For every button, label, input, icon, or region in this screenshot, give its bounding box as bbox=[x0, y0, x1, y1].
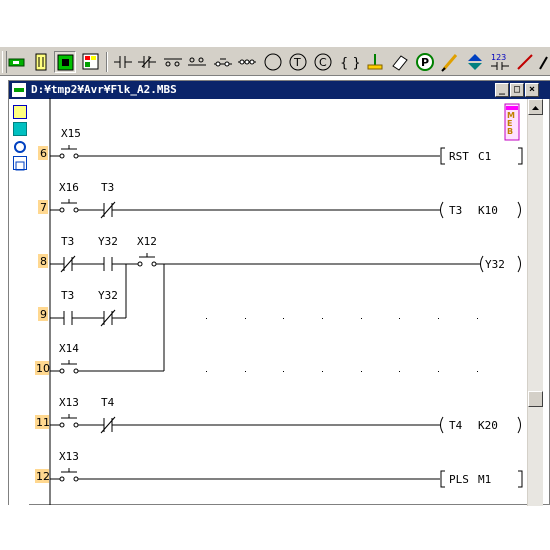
step-number-10: 10 bbox=[36, 362, 50, 375]
more-icon[interactable] bbox=[537, 51, 550, 73]
svg-text:P: P bbox=[421, 56, 429, 69]
pen-icon[interactable] bbox=[439, 51, 461, 73]
contact-label: X16 bbox=[59, 181, 79, 194]
contact-no-icon[interactable] bbox=[112, 51, 134, 73]
instruction-label: RST bbox=[449, 150, 469, 163]
contact-label: T3 bbox=[61, 289, 74, 302]
operand-label: C1 bbox=[478, 150, 491, 163]
window-title: D:¥tmp2¥Avr¥Flk_A2.MBS bbox=[31, 83, 177, 96]
operand-label: K10 bbox=[478, 204, 498, 217]
step-box bbox=[35, 415, 49, 429]
contact-label: T4 bbox=[101, 396, 115, 409]
rung-12 bbox=[50, 468, 523, 488]
rung-9 bbox=[50, 264, 127, 327]
coil-circle-icon[interactable] bbox=[262, 51, 284, 73]
step-number-7: 7 bbox=[40, 201, 47, 214]
step-number-6: 6 bbox=[40, 147, 47, 160]
operand-label: M1 bbox=[478, 473, 491, 486]
contact-label: Y32 bbox=[98, 289, 118, 302]
step-number-9: 9 bbox=[40, 308, 47, 321]
step-box bbox=[38, 254, 48, 268]
window-app-icon[interactable] bbox=[12, 83, 26, 97]
scroll-thumb[interactable] bbox=[528, 391, 543, 407]
eraser-icon[interactable] bbox=[389, 51, 411, 73]
output-coil-icon[interactable] bbox=[6, 51, 28, 73]
step-box bbox=[38, 200, 48, 214]
contact-label: X14 bbox=[59, 342, 79, 355]
contact-label: T3 bbox=[101, 181, 114, 194]
maximize-button[interactable]: □ bbox=[510, 83, 524, 97]
contact-label: X13 bbox=[59, 450, 79, 463]
contact-label: X15 bbox=[61, 127, 81, 140]
toolbar-grip[interactable] bbox=[2, 51, 7, 73]
rung-7 bbox=[50, 199, 521, 219]
close-button[interactable]: × bbox=[525, 83, 539, 97]
falling-edge-icon[interactable] bbox=[186, 51, 208, 73]
parallel-nc-icon[interactable] bbox=[236, 51, 258, 73]
minimize-button[interactable]: _ bbox=[495, 83, 509, 97]
step-box bbox=[35, 469, 49, 483]
contact-label: X12 bbox=[137, 235, 157, 248]
contact-label: Y32 bbox=[98, 235, 118, 248]
svg-text:T: T bbox=[293, 56, 301, 69]
step-box bbox=[38, 307, 48, 321]
coil-label: Y32 bbox=[485, 258, 505, 271]
coil-label: T3 bbox=[449, 204, 462, 217]
window-titlebar[interactable]: D:¥tmp2¥Avr¥Flk_A2.MBS _ □ × bbox=[9, 81, 550, 99]
coil-label: T4 bbox=[449, 419, 463, 432]
grid-dots bbox=[206, 318, 478, 372]
rung-6 bbox=[50, 145, 523, 165]
vertical-scrollbar[interactable] bbox=[527, 99, 543, 506]
counter-coil-icon[interactable]: C bbox=[312, 51, 334, 73]
number-icon[interactable]: 123 bbox=[489, 51, 511, 73]
scroll-up-button[interactable] bbox=[528, 99, 543, 115]
brace-icon[interactable]: { } bbox=[337, 51, 361, 73]
fill-tool-icon[interactable] bbox=[13, 122, 27, 136]
p-label-icon[interactable]: P bbox=[414, 51, 436, 73]
marker-bar bbox=[506, 106, 518, 110]
rung-10 bbox=[50, 264, 165, 374]
ladder-sheet-icon[interactable] bbox=[30, 51, 52, 73]
marker-m: M bbox=[507, 111, 515, 120]
instruction-label: PLS bbox=[449, 473, 469, 486]
select-tool-icon[interactable] bbox=[13, 105, 27, 119]
rung-8 bbox=[50, 253, 521, 273]
operand-label: K20 bbox=[478, 419, 498, 432]
step-number-8: 8 bbox=[40, 255, 47, 268]
marker-stack bbox=[504, 103, 520, 141]
timer-coil-icon[interactable]: T bbox=[287, 51, 309, 73]
step-box bbox=[35, 361, 49, 375]
marker-e: E bbox=[507, 119, 512, 128]
svg-text:C: C bbox=[319, 56, 327, 69]
zoom-tool-icon[interactable] bbox=[13, 139, 27, 153]
swap-icon[interactable] bbox=[464, 51, 486, 73]
tool-palette bbox=[9, 99, 29, 506]
contact-nc-icon[interactable] bbox=[136, 51, 158, 73]
main-toolbar: T C { } P 123 bbox=[0, 46, 550, 76]
device-table-icon[interactable] bbox=[80, 51, 102, 73]
contact-label: T3 bbox=[61, 235, 74, 248]
ground-icon[interactable] bbox=[364, 51, 386, 73]
parallel-no-icon[interactable] bbox=[212, 51, 234, 73]
marker-b: B bbox=[507, 127, 513, 136]
rising-edge-icon[interactable] bbox=[162, 51, 184, 73]
step-number-12: 12 bbox=[36, 470, 50, 483]
svg-text:123: 123 bbox=[491, 53, 506, 62]
svg-text:{ }: { } bbox=[340, 56, 359, 71]
toolbar-separator bbox=[106, 52, 108, 72]
rung-11 bbox=[50, 414, 521, 434]
contact-label: X13 bbox=[59, 396, 79, 409]
draw-line-icon[interactable] bbox=[514, 51, 536, 73]
step-box bbox=[38, 146, 48, 160]
monitor-icon[interactable] bbox=[54, 51, 76, 73]
step-number-11: 11 bbox=[36, 416, 50, 429]
frame-tool-icon[interactable] bbox=[13, 156, 27, 171]
